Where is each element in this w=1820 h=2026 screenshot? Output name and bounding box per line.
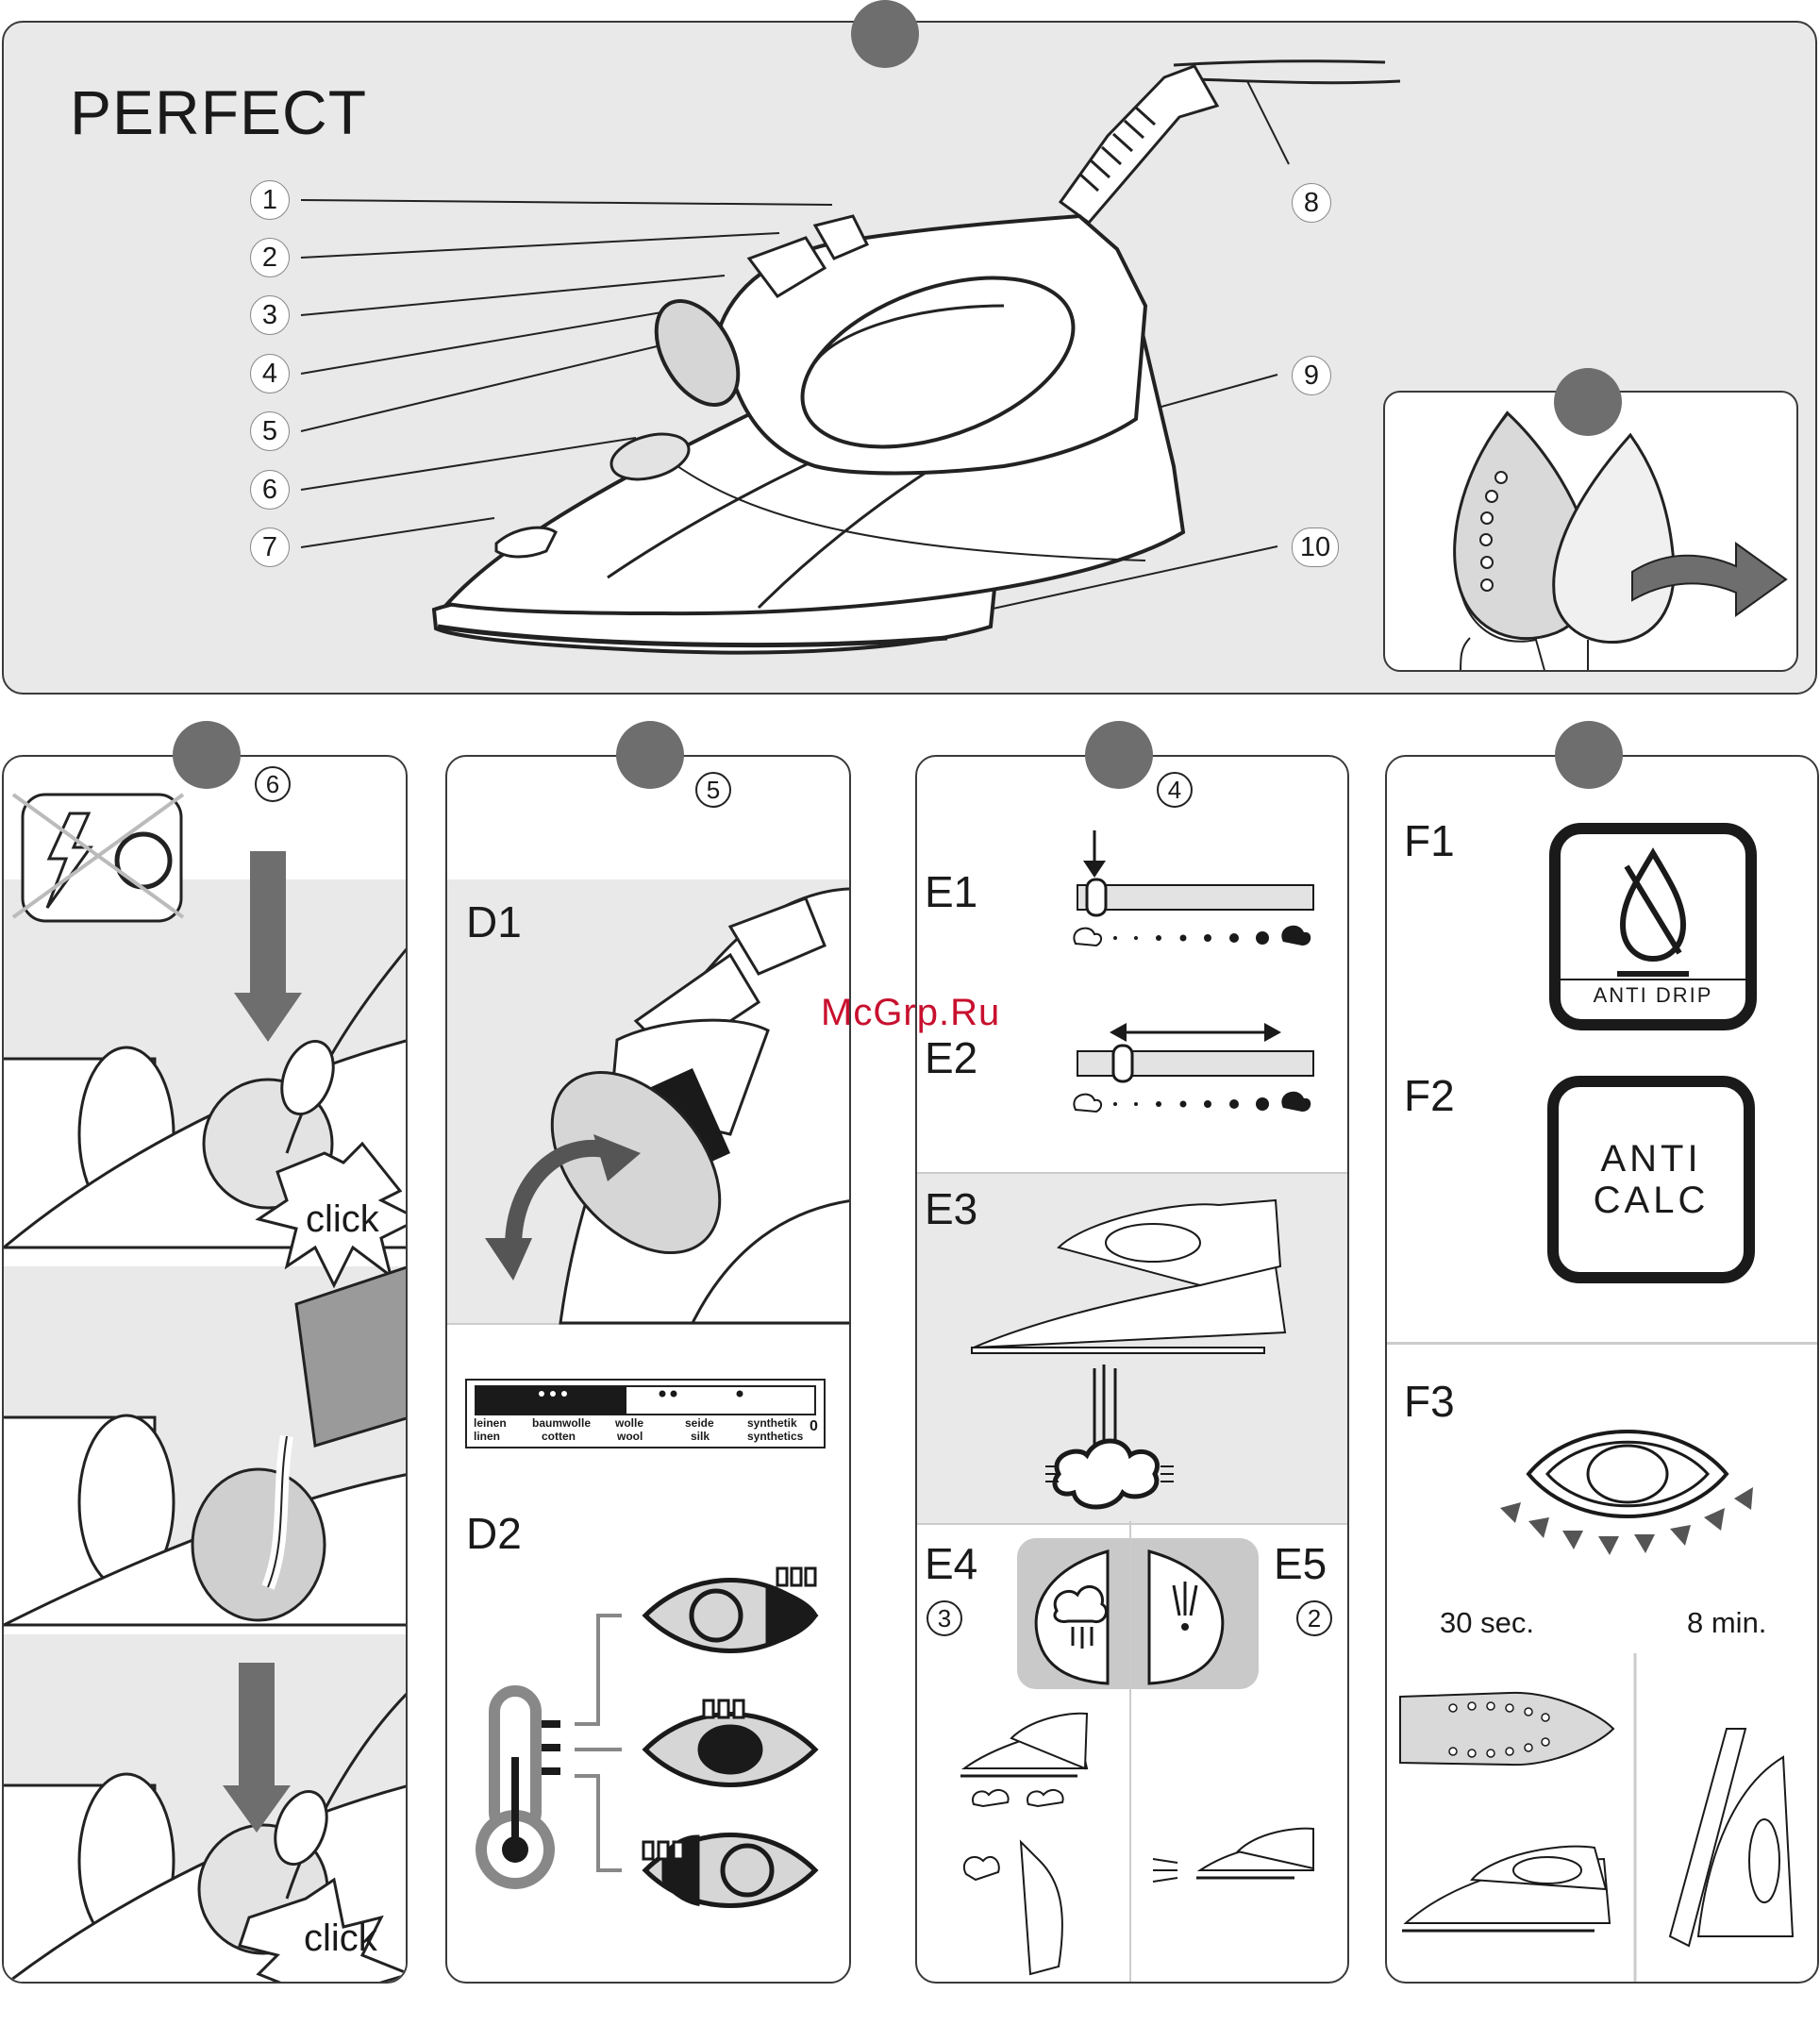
fabric-seide: seide: [685, 1417, 714, 1429]
watermark: McGrp.Ru: [821, 994, 1000, 1031]
auto-off-illustration: [1387, 757, 1819, 1984]
callout-2: 2: [250, 238, 290, 277]
step-number-d: 5: [695, 772, 731, 808]
callout-8: 8: [1292, 183, 1331, 223]
steam-illustration: [917, 757, 1349, 1984]
label-d2: D2: [466, 1512, 522, 1555]
step-number-c: 6: [255, 766, 291, 802]
time-8-min: 8 min.: [1687, 1608, 1766, 1637]
fabric-silk: silk: [691, 1431, 710, 1442]
filling-panel: click click: [2, 755, 408, 1984]
fabric-linen: linen: [474, 1431, 500, 1442]
step-number-e: 4: [1157, 772, 1193, 808]
top-panel: PERFECT: [2, 21, 1817, 695]
filling-illustration: [4, 757, 408, 1984]
callout-4: 4: [250, 354, 290, 393]
callout-7: 7: [250, 527, 290, 567]
step-number-e5: 2: [1296, 1600, 1332, 1636]
dial-illustration: [447, 757, 851, 1984]
fabric-leinen: leinen: [474, 1417, 507, 1429]
callout-9: 9: [1292, 356, 1331, 395]
fabric-synthetics: synthetics: [747, 1431, 803, 1442]
temperature-panel: D1: [445, 755, 851, 1984]
fabric-wool: wool: [617, 1431, 643, 1442]
fabric-cotten: cotten: [542, 1431, 576, 1442]
step-number-e4: 3: [927, 1600, 962, 1636]
fabric-wolle: wolle: [615, 1417, 643, 1429]
fabric-zero: 0: [810, 1419, 818, 1434]
step-dot-c: [173, 721, 241, 789]
step-dot-d: [616, 721, 684, 789]
callout-5: 5: [250, 411, 290, 451]
click-label-1: click: [306, 1200, 379, 1238]
step-dot-f: [1555, 721, 1623, 789]
step-dot-inset: [1554, 368, 1622, 436]
callout-6: 6: [250, 470, 290, 510]
callout-10: 10: [1292, 527, 1339, 567]
callout-3: 3: [250, 295, 290, 335]
callout-1: 1: [250, 180, 290, 220]
fabric-baumwolle: baumwolle: [532, 1417, 591, 1429]
fabric-synthetik: synthetik: [747, 1417, 797, 1429]
steam-panel: E1 E2 E3 E4 E5: [915, 755, 1349, 1984]
time-30-sec: 30 sec.: [1440, 1608, 1534, 1637]
step-dot-top: [851, 0, 919, 68]
click-label-2: click: [304, 1919, 377, 1957]
care-panel: F1 F2 F3 ANTI DRIP ANTI CALC: [1385, 755, 1819, 1984]
step-dot-e: [1085, 721, 1153, 789]
